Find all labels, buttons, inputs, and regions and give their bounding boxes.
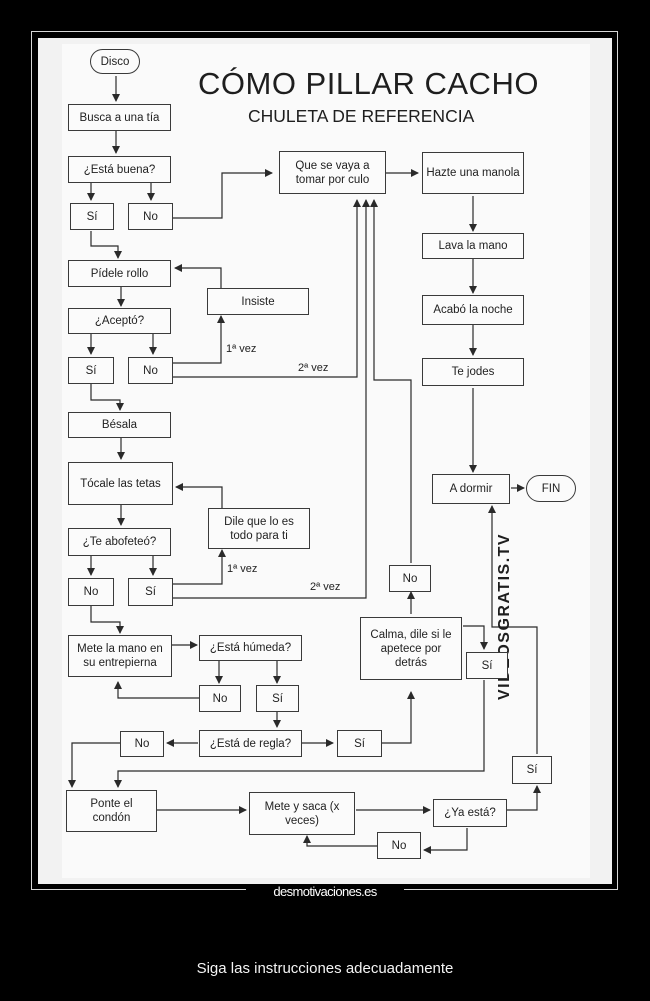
node-calma: Calma, dile si le apetece por detrás xyxy=(360,617,462,680)
node-hazte-una-manola: Hazte una manola xyxy=(422,152,524,194)
node-si-6: Sí xyxy=(512,756,552,784)
node-no-6: No xyxy=(377,832,421,859)
node-ponte-condon: Ponte el condón xyxy=(66,790,157,832)
node-no-3: No xyxy=(68,578,114,606)
node-si-4: Sí xyxy=(256,685,299,712)
node-no-4: No xyxy=(199,685,241,712)
edge-label-2a-vez: 2ª vez xyxy=(298,362,329,374)
edge-label-1a-vez: 1ª vez xyxy=(226,343,257,355)
node-no-5: No xyxy=(120,731,164,757)
node-si-3: Sí xyxy=(128,578,173,606)
node-acepto: ¿Aceptó? xyxy=(68,308,171,334)
node-si-1: Sí xyxy=(70,203,114,230)
node-abofeteo: ¿Te abofeteó? xyxy=(68,528,171,556)
node-te-jodes: Te jodes xyxy=(422,358,524,386)
node-si-5: Sí xyxy=(337,730,382,757)
node-esta-buena: ¿Está buena? xyxy=(68,156,171,183)
node-ya-esta: ¿Ya está? xyxy=(433,799,507,827)
node-insiste: Insiste xyxy=(207,288,309,315)
node-esta-humeda: ¿Está húmeda? xyxy=(199,635,302,661)
edge-label-1a-vez-b: 1ª vez xyxy=(227,563,258,575)
node-tocale: Tócale las tetas xyxy=(68,462,173,505)
node-esta-de-regla: ¿Está de regla? xyxy=(199,730,302,757)
node-fin: FIN xyxy=(526,475,576,502)
node-a-dormir: A dormir xyxy=(432,474,510,504)
node-dile: Dile que lo es todo para ti xyxy=(208,508,310,549)
node-besala: Bésala xyxy=(68,412,171,438)
poster-caption: Siga las instrucciones adecuadamente xyxy=(196,960,454,977)
poster-title: CÓMO PILLAR CACHO xyxy=(198,66,539,101)
node-no-2: No xyxy=(128,357,173,384)
node-mete-la-mano: Mete la mano en su entrepierna xyxy=(68,635,172,677)
node-no-7: No xyxy=(389,565,431,592)
node-disco: Disco xyxy=(90,49,140,74)
node-pidele-rollo: Pídele rollo xyxy=(68,260,171,287)
node-que-se-vaya: Que se vaya a tomar por culo xyxy=(279,151,386,194)
node-si-2: Sí xyxy=(68,357,114,384)
node-si-7: Sí xyxy=(466,652,508,679)
node-acabo-la-noche: Acabó la noche xyxy=(422,295,524,325)
site-brand-logo[interactable]: desmotivaciones.es xyxy=(246,884,404,900)
poster-subtitle: CHULETA DE REFERENCIA xyxy=(248,106,475,126)
node-mete-y-saca: Mete y saca (x veces) xyxy=(249,792,355,835)
edge-label-2a-vez-b: 2ª vez xyxy=(310,581,341,593)
node-no-1: No xyxy=(128,203,173,230)
node-busca: Busca a una tía xyxy=(68,104,171,131)
node-lava-la-mano: Lava la mano xyxy=(422,233,524,259)
